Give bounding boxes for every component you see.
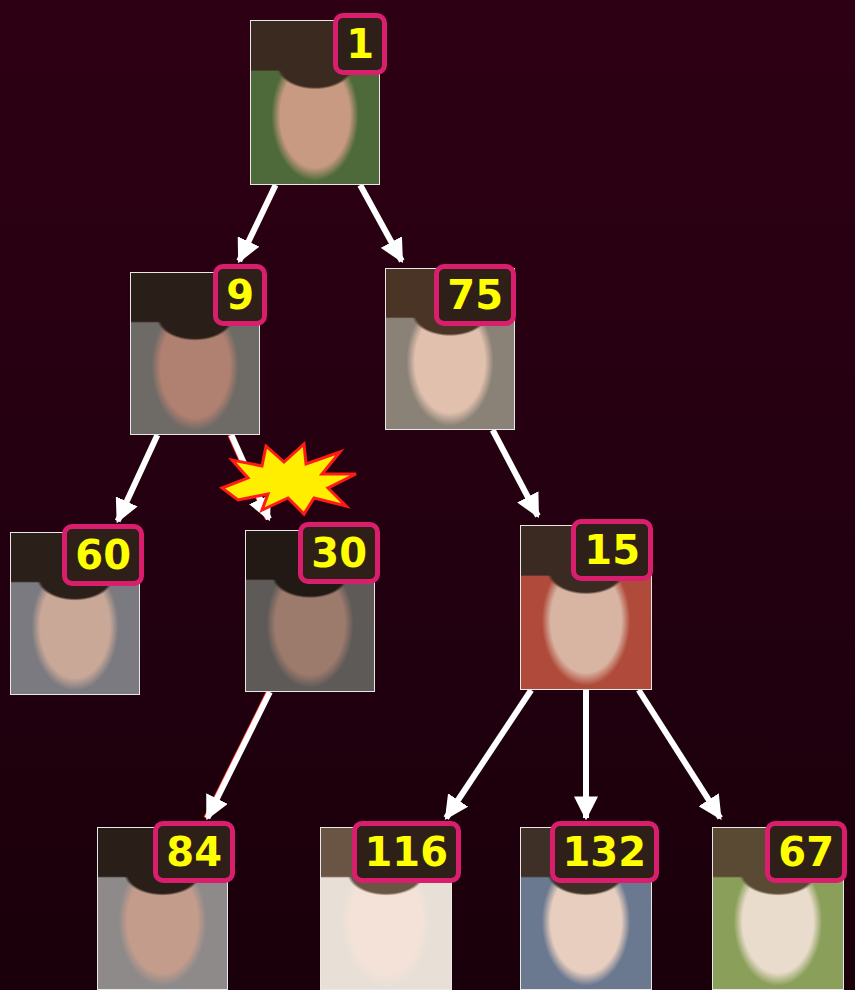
callout-number: 15 [571,519,653,581]
face-thumbnail: 60 [10,532,140,695]
callout-number: 1 [333,13,387,75]
face-thumbnail: 132 [520,827,652,990]
callout-number: 60 [62,524,144,586]
tree-arrow [360,185,402,261]
explosion-symbol [222,444,356,514]
callout-number: 9 [213,264,267,326]
face-thumbnail: 67 [712,827,844,990]
callout-number: 116 [352,821,462,883]
tree-arrow [239,185,275,261]
callout-number: 84 [153,821,235,883]
callout-number: 132 [550,821,660,883]
callout-number: 30 [298,522,380,584]
tree-arrow [446,690,531,818]
face-thumbnail: 15 [520,525,652,690]
face-thumbnail: 1 [250,20,380,185]
tree-arrow [118,435,158,521]
edge-line [207,692,269,818]
face-thumbnail: 75 [385,268,515,430]
callout-number: 75 [434,264,516,326]
edge-line [639,690,721,818]
face-thumbnail: 9 [130,272,260,435]
edge-line [239,185,275,261]
face-thumbnail: 84 [97,827,228,990]
edge-line [583,690,589,818]
face-thumbnail: 30 [245,530,375,692]
callout-number: 67 [765,821,847,883]
tree-arrow [586,690,587,818]
tree-arrow [639,690,721,818]
edge-line [118,435,158,521]
face-thumbnail: 116 [320,827,452,990]
tree-arrow [493,430,538,516]
tree-arrow [205,692,269,818]
edge-line [446,690,531,818]
edge-line [493,430,538,516]
edge-line [360,185,402,261]
